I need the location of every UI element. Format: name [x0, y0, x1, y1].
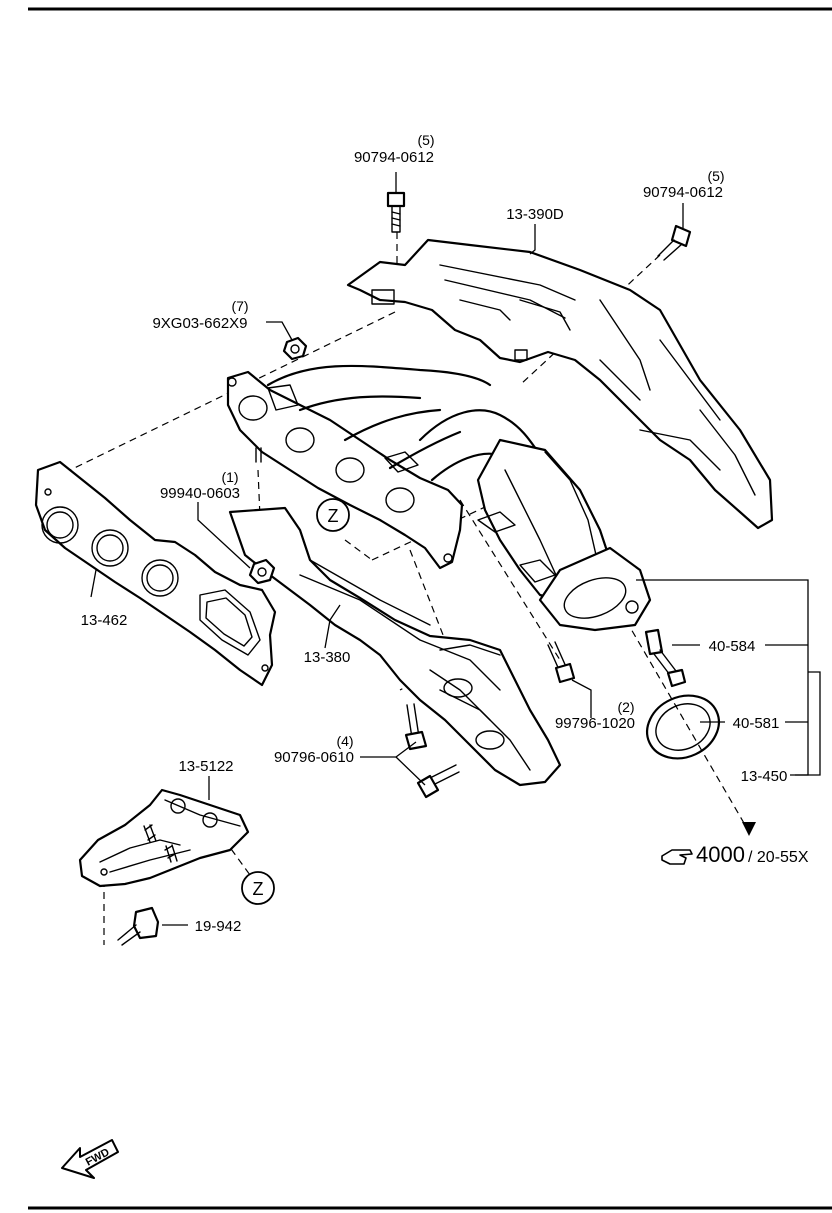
label-manifold-gasket: 13-462: [81, 612, 128, 629]
qty-bolt-4: (4): [336, 733, 353, 749]
label-exhaust-manifold: 13-380: [304, 649, 351, 666]
fastener-shapes: [117, 191, 720, 946]
label-bolt-4: 90796-0610: [274, 749, 354, 766]
leader-lines: [90, 172, 821, 926]
label-nut-7: 9XG03-662X9: [152, 315, 247, 332]
reference-callout: 4000 / 20-55X: [661, 842, 809, 867]
label-heat-insulator-lower: 13-5122: [178, 758, 233, 775]
z-marker-upper-label: Z: [328, 506, 339, 526]
exhaust-manifold: [226, 364, 652, 787]
label-nut-1: 99940-0603: [160, 485, 240, 502]
forward-arrow-icon: FWD: [61, 1139, 119, 1179]
label-gasket-ring: 40-581: [733, 715, 780, 732]
qty-bolt-top: (5): [417, 132, 434, 148]
z-marker-lower-label: Z: [253, 879, 264, 899]
label-heat-insulator-upper: 13-390D: [506, 206, 564, 223]
label-bolt-right: 90794-0612: [643, 184, 723, 201]
fwd-label: FWD: [84, 1146, 112, 1168]
reference-arrowhead: [742, 822, 756, 836]
pointing-hand-icon: [661, 849, 693, 865]
qty-nut-7: (7): [231, 298, 248, 314]
qty-nut-1: (1): [221, 469, 238, 485]
heat-insulator-upper: [346, 238, 774, 530]
label-stud: 40-584: [709, 638, 756, 655]
label-catalyst-assembly: 13-450: [741, 768, 788, 785]
label-bolt-2: 99796-1020: [555, 715, 635, 732]
qty-bolt-right: (5): [707, 168, 724, 184]
heat-insulator-lower: [78, 788, 250, 888]
reference-sub: / 20-55X: [748, 849, 809, 866]
manifold-gasket: [34, 460, 277, 687]
z-marker-upper: Z: [316, 498, 350, 532]
reference-main: 4000: [696, 842, 745, 867]
qty-bolt-2: (2): [617, 699, 634, 715]
label-bolt-19942: 19-942: [195, 918, 242, 935]
label-bolt-top: 90794-0612: [354, 149, 434, 166]
z-marker-lower: Z: [241, 871, 275, 905]
